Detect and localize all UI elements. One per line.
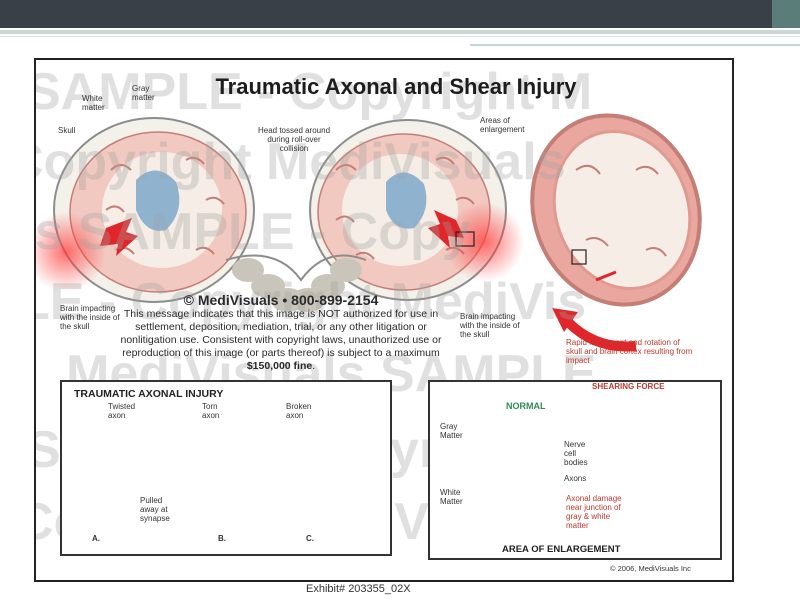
label-twisted-axon: Twisted axon <box>108 402 136 420</box>
authorization-message: This message indicates that this image i… <box>116 308 446 373</box>
label-axonal-damage: Axonal damage near junction of gray & wh… <box>566 494 622 530</box>
decorative-rule-right <box>470 44 800 46</box>
label-head-tossed: Head tossed around during roll-over coll… <box>257 126 331 153</box>
right-head-illustration <box>309 119 524 301</box>
medivisuals-contact: © MediVisuals • 800-899-2154 <box>183 292 379 308</box>
authorization-message-end: . <box>312 360 316 372</box>
label-white-matter-tissue: White Matter <box>440 488 463 506</box>
rotated-brain-section <box>530 113 702 352</box>
area-of-enlargement-panel <box>428 380 722 560</box>
label-axons: Axons <box>564 474 587 483</box>
label-rapid-movement: Rapid movement and rotation of skull and… <box>566 338 693 365</box>
authorization-message-text: This message indicates that this image i… <box>120 308 442 359</box>
traumatic-axonal-injury-panel: TRAUMATIC AXONAL INJURY <box>60 380 392 556</box>
label-areas-enlargement: Areas of enlargement <box>480 116 525 134</box>
label-brain-impacting-right: Brain impacting with the inside of the s… <box>460 312 520 339</box>
label-figure-c: C. <box>306 534 314 543</box>
label-broken-axon: Broken axon <box>286 402 312 420</box>
fine-amount: $150,000 fine <box>246 360 313 372</box>
label-pulled-away: Pulled away at synapse <box>140 496 170 523</box>
area-of-enlargement-caption: AREA OF ENLARGEMENT <box>502 544 621 555</box>
label-brain-impacting-left: Brain impacting with the inside of the s… <box>60 304 120 331</box>
label-gray-matter: Gray matter <box>132 84 155 102</box>
left-head-illustration <box>36 117 255 303</box>
medical-illustration: SAMPLE - Copyright M Copyright MediVisua… <box>34 58 734 582</box>
label-figure-a: A. <box>92 534 100 543</box>
label-shearing-force: SHEARING FORCE <box>592 382 665 391</box>
slide-top-bar <box>0 0 800 28</box>
illustration-copyright: © 2006, MediVisuals Inc <box>610 564 691 573</box>
label-white-matter: White matter <box>82 94 105 112</box>
label-nerve-cell-bodies: Nerve cell bodies <box>564 440 588 467</box>
illustration-title: Traumatic Axonal and Shear Injury <box>215 74 577 99</box>
top-bar-accent <box>772 0 800 28</box>
label-figure-b: B. <box>218 534 226 543</box>
label-skull: Skull <box>58 126 76 135</box>
decorative-rule-thin <box>0 36 800 37</box>
cervical-spine-illustration <box>225 254 367 312</box>
axonal-panel-heading: TRAUMATIC AXONAL INJURY <box>74 388 224 400</box>
label-gray-matter-tissue: Gray Matter <box>440 422 463 440</box>
label-torn-axon: Torn axon <box>202 402 220 420</box>
decorative-rule <box>0 30 800 34</box>
label-normal: NORMAL <box>506 401 546 411</box>
copyright-notice: © MediVisuals • 800-899-2154 This messag… <box>116 292 446 373</box>
exhibit-number: Exhibit# 203355_02X <box>306 583 411 595</box>
